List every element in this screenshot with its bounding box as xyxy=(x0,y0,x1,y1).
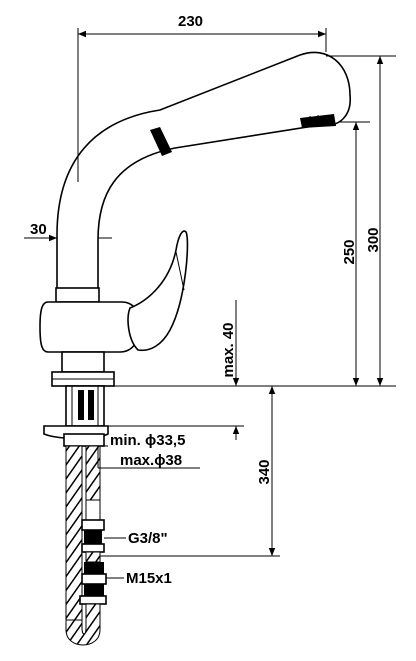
braided-hoses xyxy=(65,445,107,646)
pull-out-ring xyxy=(150,127,172,156)
dim-250: 250 xyxy=(341,239,358,264)
mixer-body xyxy=(39,301,142,353)
hole-max-label: max.ϕ38 xyxy=(120,452,182,469)
faucet-body xyxy=(39,51,351,387)
m15-fitting xyxy=(84,562,104,574)
lever-handle xyxy=(127,230,189,352)
hole-min-label: min. ϕ33,5 xyxy=(110,432,185,449)
hose-left xyxy=(65,445,83,621)
dim-340: 340 xyxy=(256,459,273,484)
body-collar xyxy=(55,287,100,303)
dim-max-40: max. 40 xyxy=(220,322,237,377)
dimension-lines xyxy=(24,28,396,579)
fixing-nut xyxy=(63,433,105,447)
spout xyxy=(56,51,351,301)
hose-bend xyxy=(65,603,101,646)
g38-fitting xyxy=(81,519,105,531)
dim-30: 30 xyxy=(30,221,47,238)
body-base-neck xyxy=(61,351,105,373)
m15-label: M15x1 xyxy=(126,570,172,587)
g38-label: G3/8" xyxy=(128,530,168,547)
mounting-assembly xyxy=(43,385,109,447)
dim-300: 300 xyxy=(365,227,382,252)
dim-230: 230 xyxy=(178,13,203,30)
